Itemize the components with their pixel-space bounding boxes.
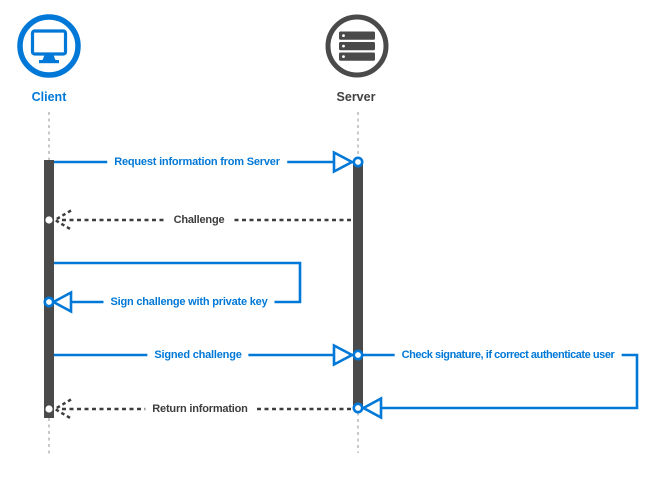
- message-endpoint-dot: [352, 156, 364, 168]
- server-stack-icon: [325, 14, 389, 78]
- client-actor: [15, 12, 83, 85]
- message-label-sign-challenge: Sign challenge with private key: [103, 295, 275, 309]
- message-label-signed-challenge: Signed challenge: [147, 348, 249, 362]
- client-activation-bar: [44, 160, 54, 418]
- arrowhead-left-icon: [50, 290, 73, 314]
- server-actor-label: Server: [336, 90, 376, 104]
- message-endpoint-dot: [352, 349, 364, 361]
- message-label-request-information: Request information from Server: [107, 155, 287, 169]
- self-message-line-server: [362, 353, 639, 410]
- monitor-icon: [17, 14, 81, 78]
- arrowhead-right-icon: [332, 343, 355, 367]
- server-activation-bar: [353, 160, 363, 406]
- message-label-return-information: Return information: [145, 402, 255, 416]
- message-endpoint-dot: [43, 296, 55, 308]
- server-actor: [323, 12, 391, 85]
- arrowhead-right-icon: [332, 150, 355, 174]
- message-endpoint-dot: [45, 405, 53, 413]
- client-actor-label: Client: [31, 90, 67, 104]
- arrowhead-left-icon: [360, 396, 383, 420]
- message-endpoint-dot: [45, 216, 53, 224]
- message-label-challenge: Challenge: [166, 213, 232, 227]
- message-endpoint-dot: [352, 402, 364, 414]
- message-label-check-signature: Check signature, if correct authenticate…: [394, 348, 622, 362]
